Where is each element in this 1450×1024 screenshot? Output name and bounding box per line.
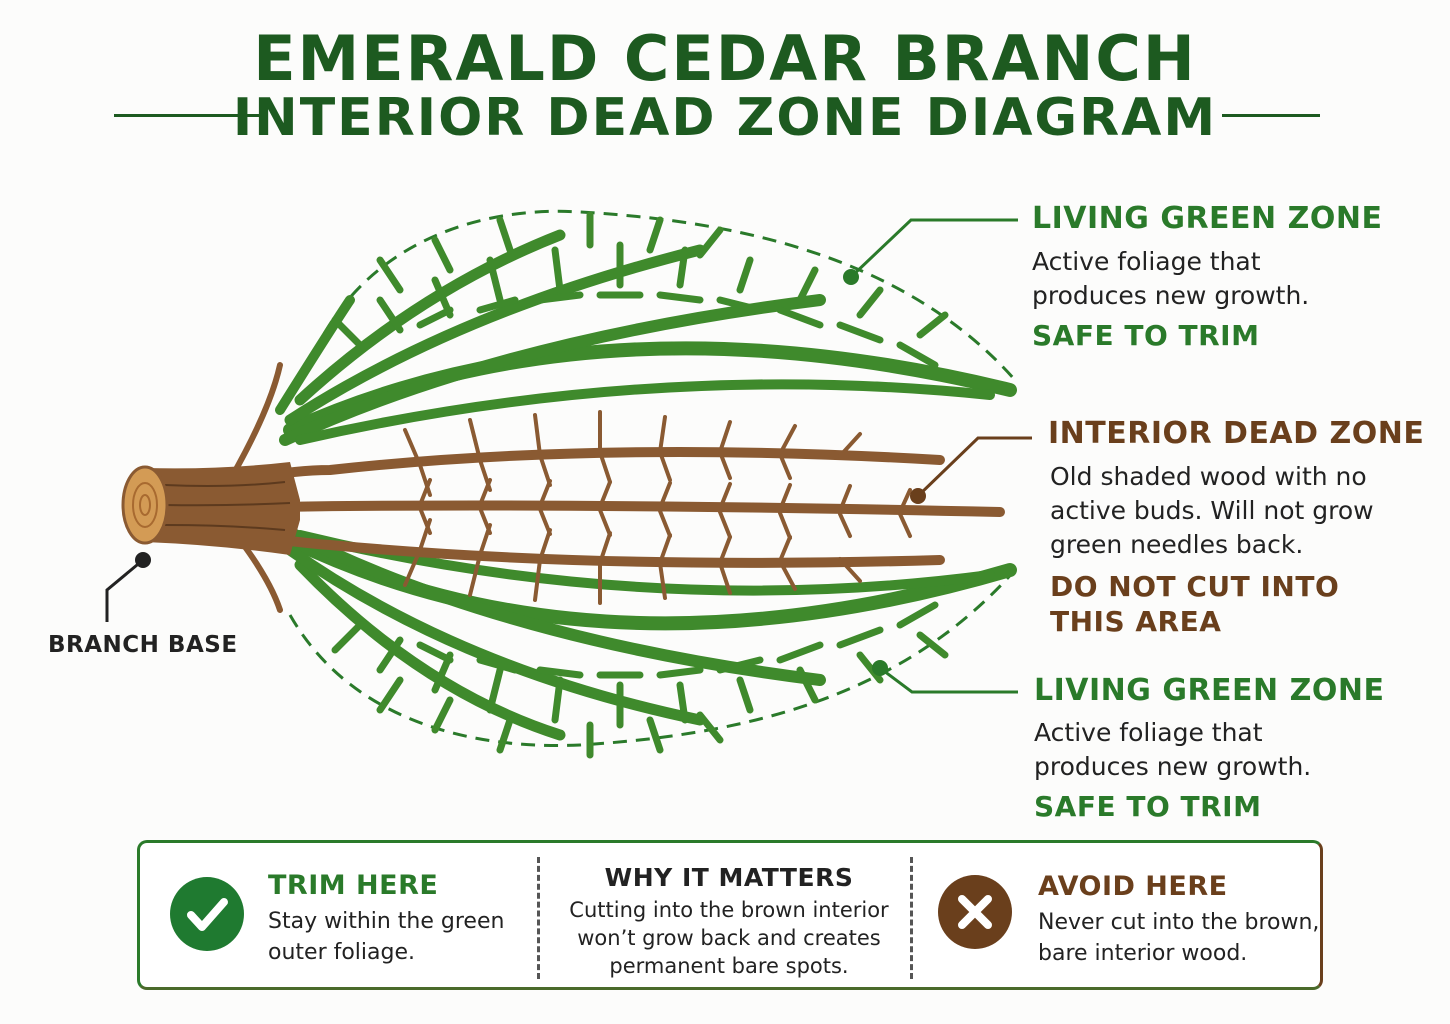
avoid-here-line-2: bare interior wood. — [1038, 941, 1248, 966]
bottom-foliage — [279, 524, 1017, 759]
leader-dot-dead-zone — [910, 488, 926, 504]
trim-here-line-1: Stay within the green — [268, 909, 505, 934]
living-bottom-desc-2: produces new growth. — [1034, 752, 1312, 781]
living-bottom-action: SAFE TO TRIM — [1034, 790, 1262, 823]
living-zone-outline-bottom — [288, 569, 1017, 747]
title-rule-left — [114, 114, 260, 117]
trim-here-line-2: outer foliage. — [268, 940, 416, 965]
divider-right — [910, 857, 913, 979]
dead-zone-action-2: THIS AREA — [1050, 605, 1222, 638]
avoid-here-line-1: Never cut into the brown, — [1038, 910, 1320, 935]
guidance-box: TRIM HERE Stay within the green outer fo… — [137, 840, 1323, 990]
x-mark-icon — [938, 875, 1012, 949]
branch-base-label: BRANCH BASE — [48, 632, 238, 658]
living-top-action: SAFE TO TRIM — [1032, 319, 1260, 352]
why-it-matters-line-3: permanent bare spots. — [609, 954, 849, 978]
leader-dot-living-top — [843, 269, 859, 285]
divider-left — [537, 857, 540, 979]
living-top-desc-1: Active foliage that — [1032, 247, 1261, 276]
branch-trunk — [121, 462, 300, 555]
dead-zone-desc-3: green needles back. — [1050, 530, 1304, 559]
living-top-heading: LIVING GREEN ZONE — [1032, 201, 1383, 236]
leader-branch-base — [105, 558, 144, 622]
leader-living-bottom — [879, 666, 1018, 694]
top-foliage — [275, 211, 1017, 446]
why-it-matters-line-2: won’t grow back and creates — [577, 926, 881, 950]
living-bottom-desc-1: Active foliage that — [1034, 718, 1263, 747]
dead-zone-heading: INTERIOR DEAD ZONE — [1048, 416, 1425, 451]
living-top-desc-2: produces new growth. — [1032, 281, 1310, 310]
why-it-matters-line-1: Cutting into the brown interior — [569, 898, 889, 922]
leader-dead-zone — [916, 436, 1032, 498]
dead-zone-desc-1: Old shaded wood with no — [1050, 462, 1367, 491]
title-line-2: INTERIOR DEAD ZONE DIAGRAM — [232, 88, 1218, 148]
title-rule-right — [1222, 114, 1320, 117]
dead-zone-desc-2: active buds. Will not grow — [1050, 496, 1374, 525]
living-bottom-heading: LIVING GREEN ZONE — [1034, 673, 1385, 708]
title-line-1: EMERALD CEDAR BRANCH — [253, 22, 1197, 95]
leader-living-top — [849, 218, 1018, 279]
leader-dot-branch-base — [135, 552, 151, 568]
dead-zone-action-1: DO NOT CUT INTO — [1050, 570, 1340, 603]
trim-here-heading: TRIM HERE — [268, 870, 439, 901]
checkmark-icon — [170, 877, 244, 951]
avoid-here-heading: AVOID HERE — [1038, 871, 1228, 902]
why-it-matters-heading: WHY IT MATTERS — [604, 863, 854, 892]
leader-dot-living-bottom — [872, 660, 888, 676]
